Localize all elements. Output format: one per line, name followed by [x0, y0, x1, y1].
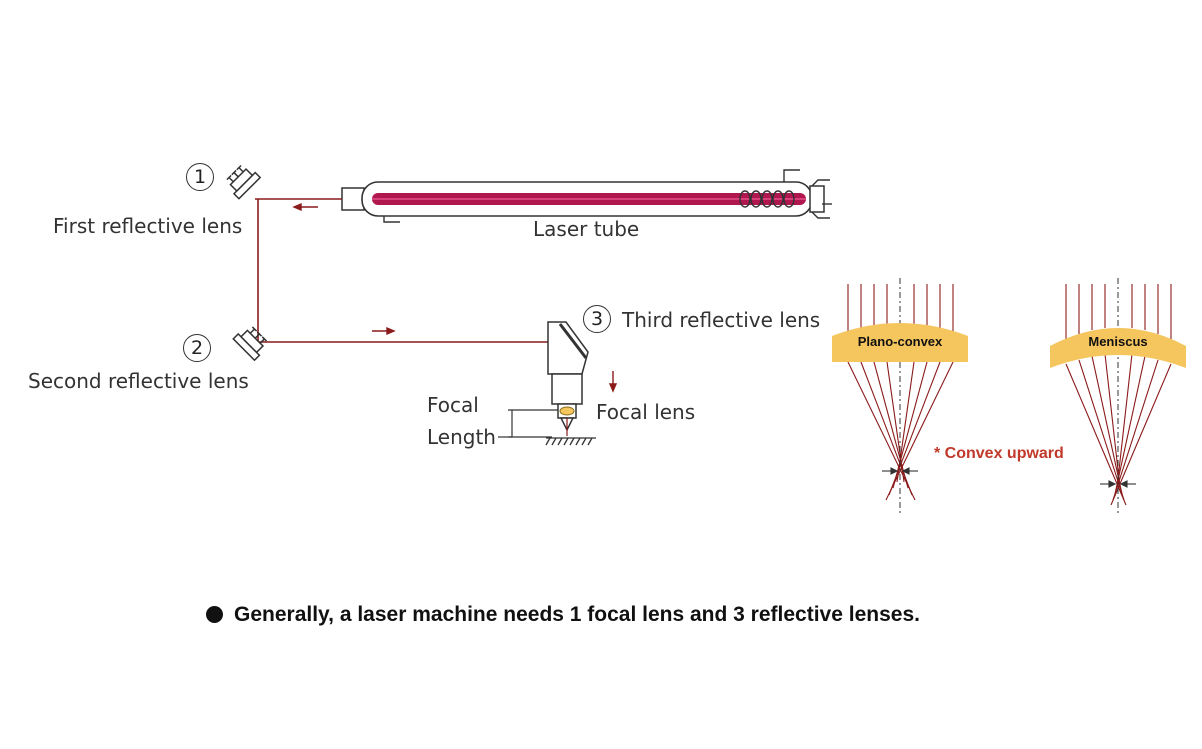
second-mirror-icon: [232, 326, 268, 362]
second-reflective-lens-label: Second reflective lens: [28, 369, 249, 393]
focal-length-dimension: [498, 409, 558, 438]
laser-tube: [341, 169, 832, 223]
focal-lens-icon: [559, 406, 575, 416]
footnote: Generally, a laser machine needs 1 focal…: [234, 603, 920, 626]
step-number-1: 1: [186, 163, 214, 191]
work-surface: [545, 437, 596, 446]
convex-upward-note: * Convex upward: [934, 445, 1064, 462]
plano-convex-label: Plano-convex: [858, 334, 943, 349]
first-reflective-lens-label: First reflective lens: [53, 214, 243, 238]
laser-head: [547, 321, 589, 432]
focal-length-label-line1: Focal: [427, 393, 479, 417]
beam-path: [255, 198, 555, 343]
focal-lens-label: Focal lens: [596, 400, 696, 424]
step-number-3: 3: [583, 305, 611, 333]
plano-convex-diagram: Plano-convex: [832, 278, 968, 514]
step-number-2: 2: [183, 334, 211, 362]
laser-tube-label: Laser tube: [533, 217, 640, 241]
focal-length-label-line2: Length: [427, 425, 496, 449]
bullet-icon: [206, 606, 223, 623]
beam-direction-arrows: [292, 202, 618, 393]
third-reflective-lens-label: Third reflective lens: [622, 308, 821, 332]
meniscus-label: Meniscus: [1088, 334, 1147, 349]
meniscus-diagram: Meniscus: [1050, 278, 1186, 514]
first-mirror-icon: [226, 164, 262, 200]
